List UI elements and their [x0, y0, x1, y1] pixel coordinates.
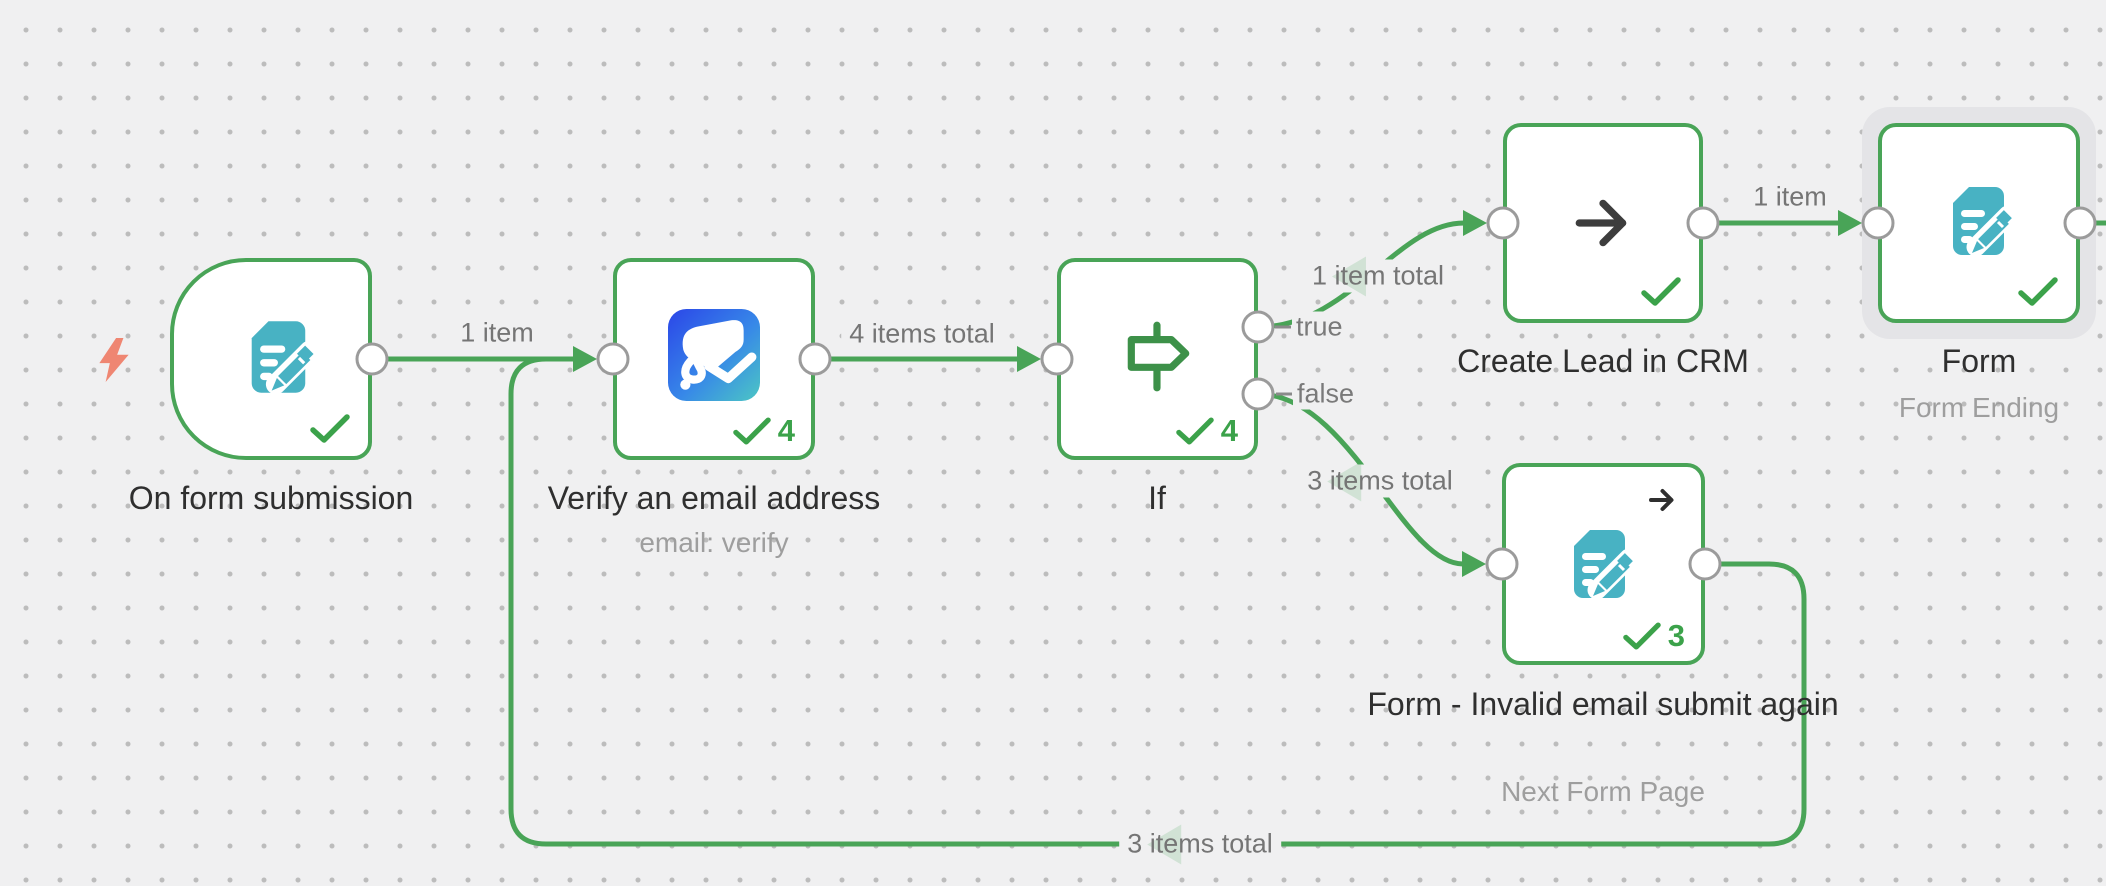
if-false-output-label: false — [1293, 378, 1359, 410]
node-title-form: Form — [1941, 343, 2017, 379]
node-verify-email[interactable]: 4 — [613, 258, 815, 460]
connection-label-3-items-total-false: 3 items total — [1299, 461, 1461, 501]
node-if[interactable]: 4 — [1057, 258, 1258, 460]
connection-label-3-items-total-loop: 3 items total — [1119, 824, 1281, 864]
node-title-if: If — [1148, 480, 1166, 516]
email-verify-service-icon — [668, 309, 760, 402]
node-subtitle-form: Form Ending — [1898, 392, 2060, 423]
direction-arrow-watermark — [1147, 824, 1182, 864]
node-on-form-submission[interactable] — [170, 258, 372, 460]
connection-label-4-items-total: 4 items total — [841, 317, 1003, 351]
node-subtitle-form-invalid-email: Next Form Page — [1501, 776, 1705, 807]
success-check-icon — [1641, 277, 1681, 306]
arrowhead-verify-input — [573, 346, 597, 372]
items-count-badge: 4 — [1220, 413, 1238, 448]
form-document-pencil-icon — [1953, 187, 2018, 257]
arrowhead-create-lead-input — [1463, 210, 1487, 236]
form-document-pencil-icon — [251, 321, 320, 395]
node-title-on-form-submission: On form submission — [128, 480, 414, 516]
node-create-lead-in-crm[interactable] — [1503, 123, 1703, 323]
node-title-form-invalid-email: Form - Invalid email submit again — [1367, 686, 1839, 722]
success-check-icon — [732, 416, 771, 445]
next-page-arrow-icon — [1649, 489, 1674, 511]
port-output-if-false[interactable] — [1241, 377, 1275, 411]
success-check-icon — [310, 414, 350, 443]
items-count-badge: 3 — [1667, 618, 1685, 653]
arrowhead-if-input — [1017, 346, 1041, 372]
success-check-icon — [1175, 416, 1214, 445]
port-output-if-true[interactable] — [1241, 310, 1275, 344]
trigger-lightning-icon — [99, 338, 129, 382]
node-form-invalid-email[interactable]: 3 — [1502, 463, 1705, 665]
arrowhead-form-input — [1838, 210, 1862, 236]
direction-arrow-watermark — [1327, 461, 1362, 501]
port-output-on-form-submission[interactable] — [355, 342, 389, 376]
port-output-form-invalid[interactable] — [1688, 547, 1722, 581]
port-output-create-lead[interactable] — [1686, 206, 1720, 240]
form-document-pencil-icon — [1573, 530, 1639, 600]
connection-label-1-item: 1 item — [452, 316, 542, 350]
port-input-form-invalid[interactable] — [1485, 547, 1519, 581]
node-title-create-lead-in-crm: Create Lead in CRM — [1457, 343, 1749, 379]
arrowhead-form-invalid-input — [1462, 551, 1486, 577]
port-input-create-lead[interactable] — [1486, 206, 1520, 240]
port-input-form[interactable] — [1861, 206, 1895, 240]
node-subtitle-verify-email: email: verify — [639, 527, 789, 558]
port-input-verify-email[interactable] — [596, 342, 630, 376]
connection-label-1-item-crm: 1 item — [1745, 180, 1835, 214]
items-count-badge: 4 — [777, 413, 795, 448]
direction-arrow-watermark — [1331, 256, 1366, 296]
if-true-output-label: true — [1292, 311, 1347, 343]
node-title-verify-email: Verify an email address — [547, 480, 881, 516]
connection-label-1-item-total: 1 item total — [1303, 256, 1453, 296]
port-output-verify-email[interactable] — [798, 342, 832, 376]
signpost-icon — [1127, 321, 1189, 392]
arrow-right-icon — [1575, 199, 1627, 247]
success-check-icon — [2018, 277, 2058, 306]
success-check-icon — [1622, 621, 1661, 650]
node-form[interactable] — [1878, 123, 2080, 323]
port-output-form[interactable] — [2063, 206, 2097, 240]
port-input-if[interactable] — [1040, 342, 1074, 376]
